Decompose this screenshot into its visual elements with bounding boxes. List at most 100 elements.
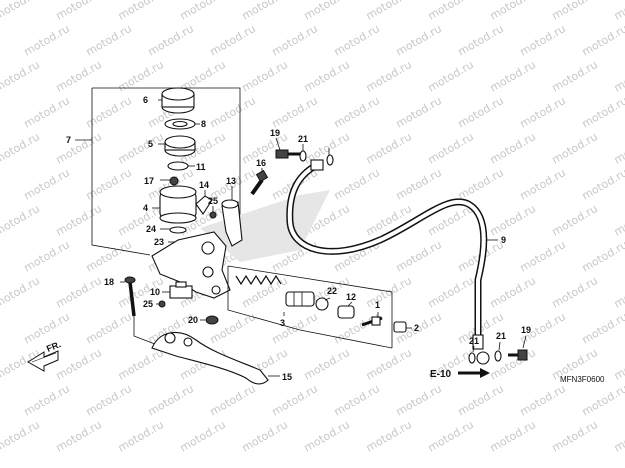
watermark-text: motod.ru [116,346,166,382]
callout-18: 18 [104,277,114,287]
clutch-lever [151,331,269,385]
watermark-text: motod.ru [332,22,382,58]
oil-bolt-lower [508,349,528,361]
callout-9: 9 [501,235,506,245]
watermark-text: motod.ru [0,202,42,238]
watermark-text: motod.ru [580,22,625,58]
watermark-text: motod.ru [488,274,538,310]
callout-24: 24 [146,224,156,234]
watermark-text: motod.ru [550,58,600,94]
watermark-text: motod.ru [54,0,104,23]
callout-8: 8 [201,119,206,129]
master-cylinder [151,231,231,299]
callout-25-upper: 25 [208,196,218,206]
watermark-text: motod.ru [550,274,600,310]
watermark-text: motod.ru [22,382,72,418]
watermark-text: motod.ru [426,0,476,23]
watermark-text: motod.ru [270,382,320,418]
watermark-text: motod.ru [364,418,414,454]
reference-arrow [458,368,490,378]
watermark-text: motod.ru [394,238,444,274]
watermark-text: motod.ru [550,0,600,23]
watermark-text: motod.ru [22,166,72,202]
watermark-text: motod.ru [240,418,290,454]
watermark-text: motod.ru [208,382,258,418]
callout-15: 15 [282,372,292,382]
callout-14: 14 [199,180,209,190]
callout-10: 10 [150,287,160,297]
callout-3: 3 [280,318,285,328]
watermark-text: motod.ru [54,130,104,166]
watermark-text: motod.ru [426,418,476,454]
front-label: FR. [45,339,62,354]
watermark-text: motod.ru [518,94,568,130]
watermark-text: motod.ru [302,418,352,454]
piston-outline-top [227,265,393,348]
watermark-text: motod.ru [394,166,444,202]
watermark-text: motod.ru [488,202,538,238]
watermark-text: motod.ru [240,0,290,23]
watermark-text: motod.ru [0,274,42,310]
leader-18 [133,316,161,347]
callout-16: 16 [256,158,266,168]
watermark-text: motod.ru [364,58,414,94]
pivot-bolt [124,276,136,317]
watermark-text: motod.ru [550,202,600,238]
watermark-text: motod.ru [84,310,134,346]
boot-12 [337,305,355,319]
screw-25-lower [158,300,166,308]
watermark-text: motod.ru [54,202,104,238]
callout-25-lower: 25 [143,299,153,309]
watermark-text: motod.ru [240,274,290,310]
callout-19-upper: 19 [270,128,280,138]
watermark-text: motod.ru [178,0,228,23]
watermark-text: motod.ru [0,58,42,94]
watermark-text: motod.ru [116,418,166,454]
callout-21-lower-left: 21 [469,336,479,346]
watermark-text: motod.ru [302,0,352,23]
watermark-text: motod.ru [488,346,538,382]
watermark-text: motod.ru [550,130,600,166]
watermark-text: motod.ru [612,202,625,238]
watermark-text: motod.ru [488,130,538,166]
watermark-text: motod.ru [550,418,600,454]
watermark-text: motod.ru [332,94,382,130]
watermark-text: motod.ru [488,418,538,454]
watermark-text: motod.ru [116,130,166,166]
bolt-16 [250,169,269,196]
watermark-text: motod.ru [426,130,476,166]
watermark-text: motod.ru [580,94,625,130]
watermark-text: motod.ru [456,22,506,58]
watermark-text: motod.ru [270,94,320,130]
piston-spring [235,274,282,286]
watermark-text: motod.ru [178,418,228,454]
watermark-text: motod.ru [456,166,506,202]
watermark-text: motod.ru [54,274,104,310]
callout-19-lower: 19 [521,325,531,335]
callout-13: 13 [226,176,236,186]
watermark-text: motod.ru [22,310,72,346]
watermark-text: motod.ru [364,346,414,382]
watermark-text: motod.ru [146,382,196,418]
watermark-text: motod.ru [580,238,625,274]
watermark-text: motod.ru [84,238,134,274]
watermark-text: motod.ru [54,346,104,382]
watermark-text: motod.ru [54,58,104,94]
watermark-text: motod.ru [22,22,72,58]
assembly-outline [92,87,241,250]
callout-7: 7 [66,135,71,145]
callout-21-lower-right: 21 [496,331,506,341]
front-direction-arrow [27,350,59,372]
watermark-text: motod.ru [116,58,166,94]
watermark-text: motod.ru [580,310,625,346]
watermark-text: motod.ru [612,274,625,310]
watermark-text: motod.ru [518,166,568,202]
watermark-text: motod.ru [580,166,625,202]
washer-21-d [468,352,476,364]
watermark-text: motod.ru [518,382,568,418]
watermark-text: motod.ru [488,58,538,94]
watermark-text: motod.ru [364,130,414,166]
watermark-text: motod.ru [580,382,625,418]
callout-22: 22 [327,286,337,296]
